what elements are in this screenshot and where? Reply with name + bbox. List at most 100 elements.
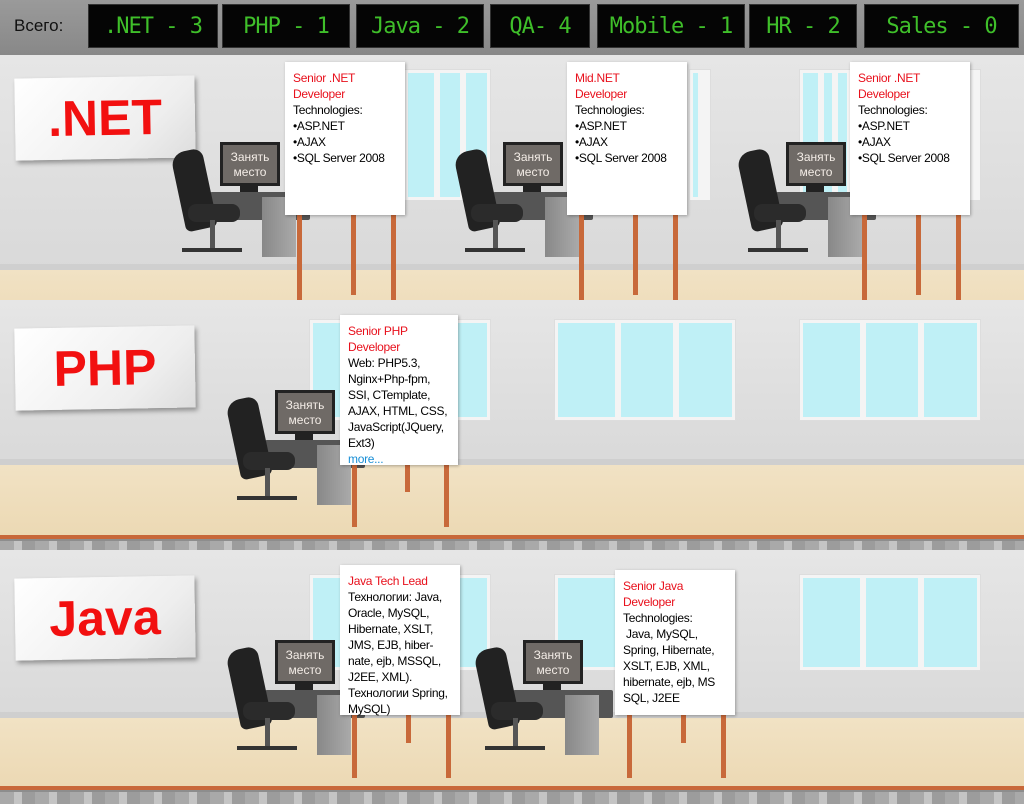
baseboard bbox=[0, 264, 1024, 270]
vacancy-detail: JMS, EJB, hiber- bbox=[348, 638, 434, 652]
vacancy-title[interactable]: Developer bbox=[623, 595, 675, 609]
vacancy-detail: Technologies: bbox=[293, 103, 363, 117]
easel-leg bbox=[391, 215, 396, 300]
more-link[interactable]: more... bbox=[348, 452, 384, 466]
easel-leg bbox=[352, 465, 357, 527]
floor-edge bbox=[0, 535, 1024, 539]
vacancy-detail: Spring, Hibernate, bbox=[623, 643, 715, 657]
easel-leg bbox=[351, 215, 356, 295]
window bbox=[800, 320, 980, 420]
monitor-stand bbox=[295, 684, 313, 690]
vacancy-detail: SQL, J2EE bbox=[623, 691, 680, 705]
chair-pole bbox=[210, 220, 215, 250]
vacancy-detail: •SQL Server 2008 bbox=[858, 151, 950, 165]
chair-pole bbox=[513, 718, 518, 748]
department-banner: PHP bbox=[14, 325, 196, 411]
chair-base bbox=[182, 248, 242, 252]
floor bbox=[0, 718, 1024, 786]
easel-leg bbox=[446, 715, 451, 778]
department-counter[interactable]: HR - 2 bbox=[749, 4, 857, 48]
vacancy-detail: Technologies: bbox=[575, 103, 645, 117]
vacancy-title[interactable]: Developer bbox=[575, 87, 627, 101]
vacancy-detail: •AJAX bbox=[858, 135, 891, 149]
vacancy-detail: J2EE, XML). bbox=[348, 670, 413, 684]
vacancy-title[interactable]: Java Tech Lead bbox=[348, 574, 428, 588]
chair-seat bbox=[754, 204, 806, 222]
vacancy-title[interactable]: Developer bbox=[858, 87, 910, 101]
window bbox=[800, 575, 980, 670]
take-seat-label-line: место bbox=[536, 663, 570, 677]
easel-leg bbox=[681, 715, 686, 743]
vacancy-detail: hibernate, ejb, MS bbox=[623, 675, 715, 689]
take-seat-label-line: Занять bbox=[513, 150, 553, 164]
department-counter[interactable]: Mobile - 1 bbox=[597, 4, 745, 48]
chair-seat bbox=[243, 452, 295, 470]
stone-border bbox=[0, 539, 1024, 550]
chair-seat bbox=[491, 702, 543, 720]
vacancy-detail: Oracle, MySQL, bbox=[348, 606, 430, 620]
easel-leg bbox=[916, 215, 921, 295]
department-counter[interactable]: .NET - 3 bbox=[88, 4, 218, 48]
vacancy-title[interactable]: Developer bbox=[348, 340, 400, 354]
department-counter[interactable]: QA- 4 bbox=[490, 4, 590, 48]
vacancy-title[interactable]: Mid.NET bbox=[575, 71, 620, 85]
vacancy-title[interactable]: Senior PHP bbox=[348, 324, 408, 338]
department-counter[interactable]: Sales - 0 bbox=[864, 4, 1019, 48]
vacancy-detail: MySQL) bbox=[348, 702, 391, 716]
vacancy-detail: Technologies: bbox=[623, 611, 693, 625]
department-banner: Java bbox=[14, 575, 196, 661]
easel-leg bbox=[862, 215, 867, 300]
vacancy-detail: AJAX, HTML, CSS, bbox=[348, 404, 448, 418]
chair-pole bbox=[265, 718, 270, 748]
vacancy-detail: •ASP.NET bbox=[293, 119, 345, 133]
department-counter[interactable]: PHP - 1 bbox=[222, 4, 350, 48]
vacancy-detail: •AJAX bbox=[575, 135, 608, 149]
vacancy-detail: Java, MySQL, bbox=[623, 627, 698, 641]
chair-pole bbox=[776, 220, 781, 250]
take-seat-label-line: Занять bbox=[230, 150, 270, 164]
easel-leg bbox=[405, 465, 410, 492]
vacancy-detail: Nginx+Php-fpm, bbox=[348, 372, 431, 386]
vacancy-title[interactable]: Senior Java bbox=[623, 579, 684, 593]
vacancy-detail: XSLT, EJB, XML, bbox=[623, 659, 710, 673]
vacancy-detail: JavaScript(JQuery, bbox=[348, 420, 444, 434]
vacancy-title[interactable]: Senior .NET bbox=[858, 71, 921, 85]
vacancy-detail: Технологии: Java, bbox=[348, 590, 442, 604]
monitor-stand bbox=[240, 186, 258, 192]
vacancy-detail: Technologies: bbox=[858, 103, 928, 117]
desk-cabinet bbox=[565, 695, 599, 755]
vacancy-detail: •SQL Server 2008 bbox=[575, 151, 667, 165]
baseboard bbox=[0, 459, 1024, 465]
vacancy-detail: SSI, CTemplate, bbox=[348, 388, 431, 402]
take-seat-label-line: Занять bbox=[285, 398, 325, 412]
vacancy-title[interactable]: Senior .NET bbox=[293, 71, 356, 85]
vacancy-title[interactable]: Developer bbox=[293, 87, 345, 101]
department-counter[interactable]: Java - 2 bbox=[356, 4, 484, 48]
easel-leg bbox=[444, 465, 449, 527]
take-seat-label-line: место bbox=[288, 413, 322, 427]
department-banner: .NET bbox=[14, 75, 196, 161]
monitor-stand bbox=[806, 186, 824, 192]
chair-base bbox=[748, 248, 808, 252]
floor bbox=[0, 270, 1024, 300]
